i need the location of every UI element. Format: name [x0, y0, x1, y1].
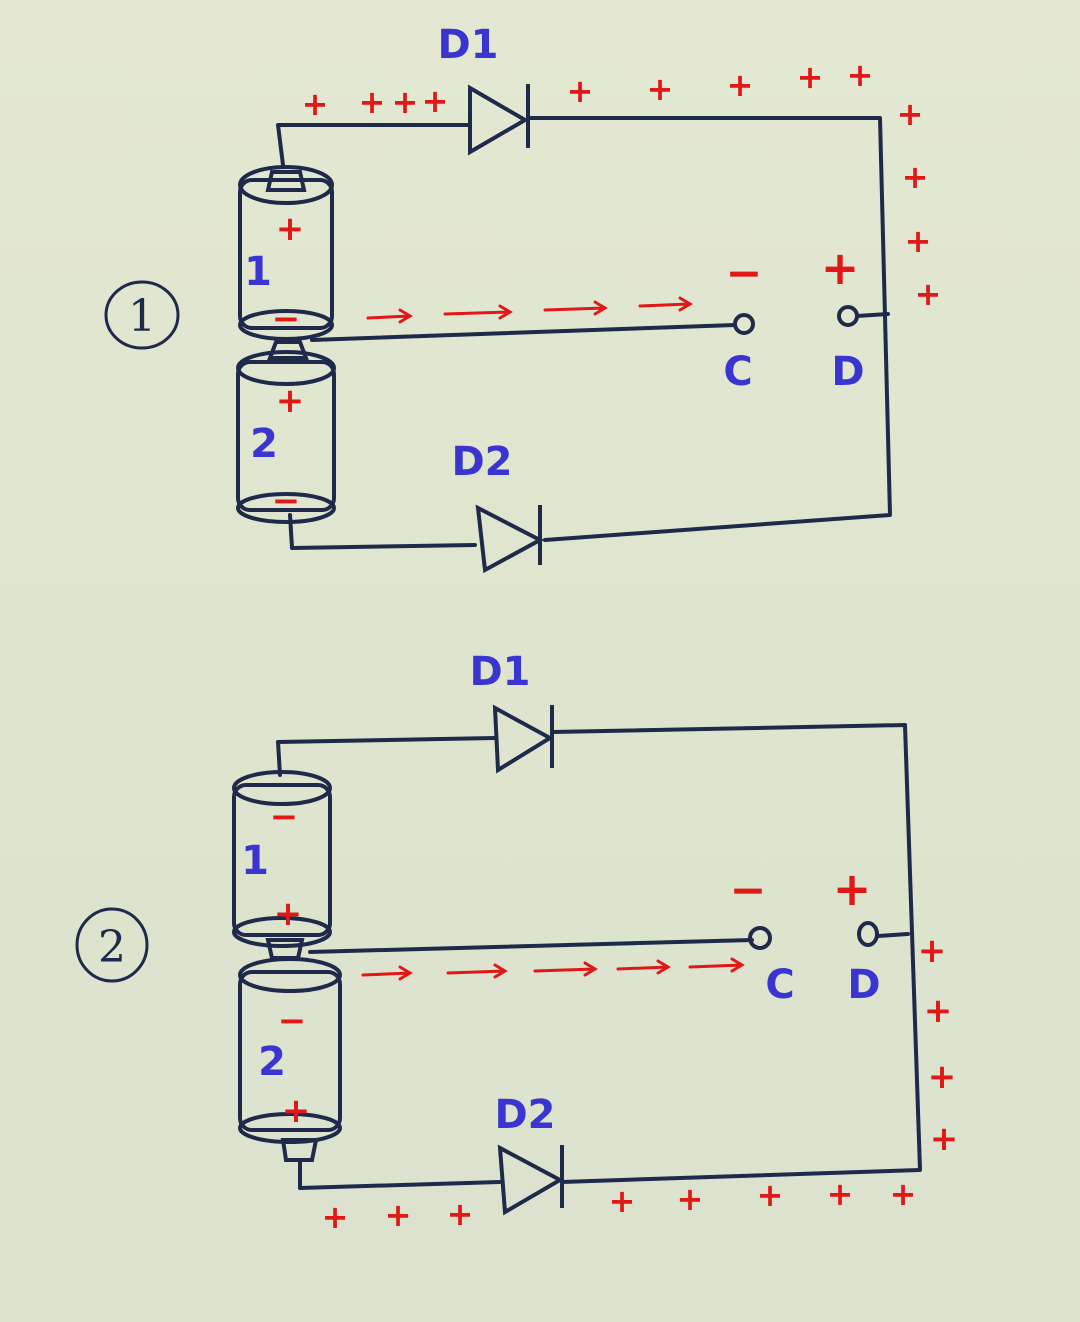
charge-mark: + [890, 1175, 917, 1213]
charge-mark: + [902, 158, 929, 196]
wire-1-d-stub [855, 312, 890, 318]
circuit-2: 2 D1 D2 − 1 + [75, 649, 959, 1236]
wire-2-d1-right [551, 723, 922, 1184]
battery-1-bottom-polarity: − [272, 299, 301, 339]
diode-d1-label: D1 [437, 22, 498, 68]
charge-mark: + [905, 222, 932, 260]
battery-2-top-polarity: − [278, 1001, 307, 1041]
flow-arrows-circuit-1 [366, 296, 693, 324]
circuit-1-number: 1 [128, 291, 156, 342]
battery-1-label: 1 [244, 249, 272, 295]
flow-arrow [361, 965, 413, 981]
charge-mark: + [928, 1057, 957, 1097]
diode-d1-circuit-1: D1 [437, 22, 530, 156]
charge-mark: + [322, 1198, 349, 1236]
circuit-1: 1 D1 D2 + 1 − [104, 22, 942, 574]
battery-2-bottom-polarity: − [272, 481, 301, 521]
diode-d2-label: D2 [494, 1092, 555, 1138]
terminal-d-circuit-2: + D [833, 862, 881, 1008]
charge-mark: + [359, 83, 386, 121]
charge-mark: + [727, 66, 754, 104]
charge-mark: + [567, 72, 594, 110]
flow-arrow [638, 296, 693, 312]
diode-d2-label: D2 [451, 439, 512, 485]
wire-1-bottom [288, 513, 477, 550]
charge-marks-circuit-2: + + + + + + + + + + + + [322, 931, 959, 1236]
charge-mark: + [447, 1195, 474, 1233]
circuit-2-number-badge: 2 [75, 907, 149, 983]
diode-d1-label: D1 [469, 649, 530, 695]
circuit-1-number-badge: 1 [104, 280, 180, 350]
terminal-c-polarity: − [726, 248, 763, 299]
flow-arrow [688, 957, 745, 973]
terminal-d-label: D [847, 962, 880, 1008]
diode-d2-circuit-1: D2 [451, 439, 545, 574]
charge-mark: + [392, 83, 419, 121]
charge-mark: + [757, 1176, 784, 1214]
battery-1-label: 1 [241, 838, 269, 884]
wire-1-mid-to-c [310, 323, 737, 342]
terminal-c-polarity: − [730, 865, 767, 916]
charge-mark: + [647, 70, 674, 108]
battery-1-top-polarity: + [276, 209, 305, 249]
battery-2-circuit-1: + 2 − [236, 340, 336, 524]
battery-1-top-polarity: − [270, 797, 299, 837]
charge-mark: + [677, 1180, 704, 1218]
charge-mark: + [385, 1196, 412, 1234]
battery-2-label: 2 [258, 1039, 286, 1085]
wire-1-d1-right [526, 116, 892, 542]
battery-2-top-polarity: + [276, 381, 305, 421]
terminal-d-label: D [831, 349, 864, 395]
battery-1-circuit-2: − 1 + [232, 770, 332, 960]
charge-marks-circuit-1: + + + + + + + + + + + + + [302, 56, 942, 313]
terminal-d-polarity: + [833, 862, 872, 916]
flow-arrow [446, 963, 508, 979]
battery-2-label: 2 [250, 421, 278, 467]
charge-mark: + [827, 1175, 854, 1213]
charge-mark: + [302, 85, 329, 123]
charge-mark: + [422, 82, 449, 120]
flow-arrow [616, 959, 671, 975]
diode-d1-circuit-2: D1 [469, 649, 554, 774]
charge-mark: + [797, 58, 824, 96]
flow-arrow [533, 961, 598, 977]
charge-mark: + [918, 931, 947, 971]
battery-2-bottom-polarity: + [282, 1091, 311, 1131]
terminal-d-circuit-1: + D [821, 241, 865, 395]
flow-arrow [366, 308, 413, 324]
terminal-c-circuit-2: − C [730, 865, 795, 1008]
battery-1-circuit-1: + 1 − [238, 165, 334, 341]
terminal-d-polarity: + [821, 241, 860, 295]
charge-mark: + [930, 1119, 959, 1159]
battery-2-circuit-2: − 2 + [238, 957, 342, 1162]
terminal-c-circuit-1: − C [723, 248, 762, 395]
battery-1-bottom-polarity: + [274, 894, 303, 934]
wire-2-d-stub [876, 932, 910, 938]
charge-mark: + [924, 991, 953, 1031]
wire-2-top [276, 736, 497, 777]
circuit-2-number: 2 [98, 922, 126, 973]
terminal-c-label: C [765, 962, 794, 1008]
wire-1-top [276, 123, 472, 167]
flow-arrows-circuit-2 [361, 957, 745, 981]
flow-arrow [543, 300, 608, 316]
charge-mark: + [897, 95, 924, 133]
terminal-c-label: C [723, 349, 752, 395]
charge-mark: + [847, 56, 874, 94]
wire-2-bottom [298, 1158, 502, 1190]
charge-mark: + [915, 275, 942, 313]
charge-mark: + [609, 1182, 636, 1220]
wire-2-mid-to-c [308, 938, 754, 954]
flow-arrow [443, 304, 513, 320]
diode-d2-circuit-2: D2 [494, 1092, 565, 1216]
